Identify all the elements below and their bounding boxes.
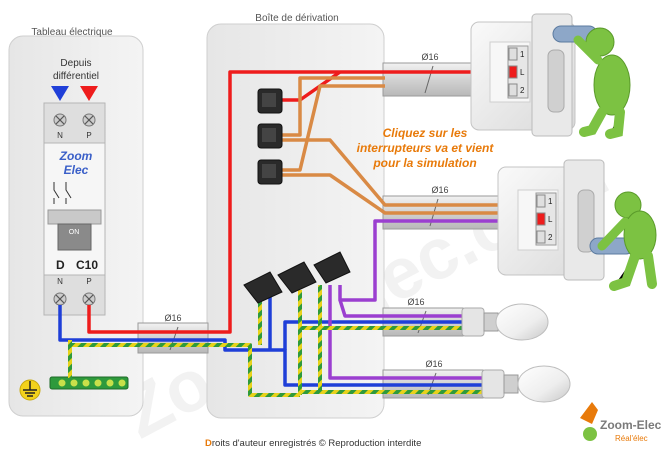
breaker-brand: Zoom	[59, 149, 93, 163]
conduit-label: Ø16	[407, 297, 424, 307]
connector	[313, 251, 351, 284]
switch-terminal-label: L	[520, 68, 525, 77]
copyright-notice: Droits d'auteur enregistrés © Reproducti…	[205, 438, 421, 449]
earth-bar	[19, 376, 129, 401]
lamp-1	[461, 303, 549, 341]
conduit-label: Ø16	[164, 313, 181, 323]
return-wire	[338, 219, 385, 302]
connectors	[243, 88, 351, 304]
instruction-line: interrupteurs va et vient	[356, 141, 494, 155]
neutral-wire	[283, 320, 470, 350]
copyright-initial: D	[205, 438, 212, 449]
return-wire	[338, 299, 470, 318]
wires	[58, 70, 510, 397]
breaker-rating: C10	[76, 258, 98, 272]
terminal-p-label: P	[86, 277, 91, 286]
lamp-2	[481, 365, 571, 403]
instruction-line: pour la simulation	[373, 156, 477, 170]
source-label: différentiel	[53, 71, 99, 82]
return-wire	[328, 285, 490, 380]
conduit-label: Ø16	[431, 185, 448, 195]
connector	[243, 271, 283, 304]
breaker-curve: D	[56, 258, 65, 272]
neutral-arrow-icon	[51, 86, 69, 101]
conduit-label: Ø16	[425, 359, 442, 369]
person-figure-icon	[597, 191, 657, 291]
circuit-breaker: N P Zoom Elec ON D C10 N P	[43, 102, 106, 316]
traveler-wire	[270, 138, 500, 207]
neutral-wire	[58, 305, 490, 387]
copyright-text: roits d'auteur enregistrés © Reproductio…	[211, 438, 422, 449]
logo-name: Zoom-Elec	[600, 418, 662, 432]
traveler-wire	[270, 76, 385, 137]
phase-arrow-icon	[80, 86, 98, 101]
source-label: Depuis	[60, 58, 91, 69]
logo-tagline: Réal'élec	[615, 434, 648, 443]
earth-symbol-icon	[19, 379, 41, 401]
switch-terminal-label: L	[548, 215, 553, 224]
box-title: Boîte de dérivation	[255, 13, 338, 24]
connector	[277, 261, 317, 294]
zoom-elec-logo: Zoom-Elec Réal'élec	[580, 402, 662, 443]
breaker-brand: Elec	[64, 163, 89, 177]
simulation-instructions[interactable]: Cliquez sur les interrupteurs va et vien…	[340, 126, 510, 171]
on-label: ON	[69, 229, 80, 236]
panel-title: Tableau électrique	[31, 27, 113, 38]
person-figure-icon	[573, 27, 631, 139]
traveler-wire	[270, 84, 385, 172]
conduit-feed: Ø16	[137, 313, 209, 354]
terminal-p-label: P	[86, 131, 91, 140]
earth-wire	[70, 343, 300, 397]
conduit-switch-1: Ø16	[382, 52, 476, 97]
switch-terminal-label: 2	[548, 233, 553, 242]
switch-terminal-label: 1	[548, 197, 553, 206]
switch-terminal-label: 1	[520, 50, 525, 59]
traveler-wire	[270, 173, 500, 215]
breaker-toggle[interactable]	[57, 223, 92, 251]
conduit-label: Ø16	[421, 52, 438, 62]
switch-1[interactable]: 1 L 2	[470, 13, 598, 137]
phase-wire	[87, 70, 385, 334]
switch-2[interactable]: 1 L 2	[497, 159, 635, 281]
breaker-symbol-icon	[53, 182, 72, 204]
terminal-n-label: N	[57, 277, 63, 286]
terminal-n-label: N	[57, 131, 63, 140]
instruction-line: Cliquez sur les	[382, 126, 468, 140]
switch-terminal-label: 2	[520, 86, 525, 95]
